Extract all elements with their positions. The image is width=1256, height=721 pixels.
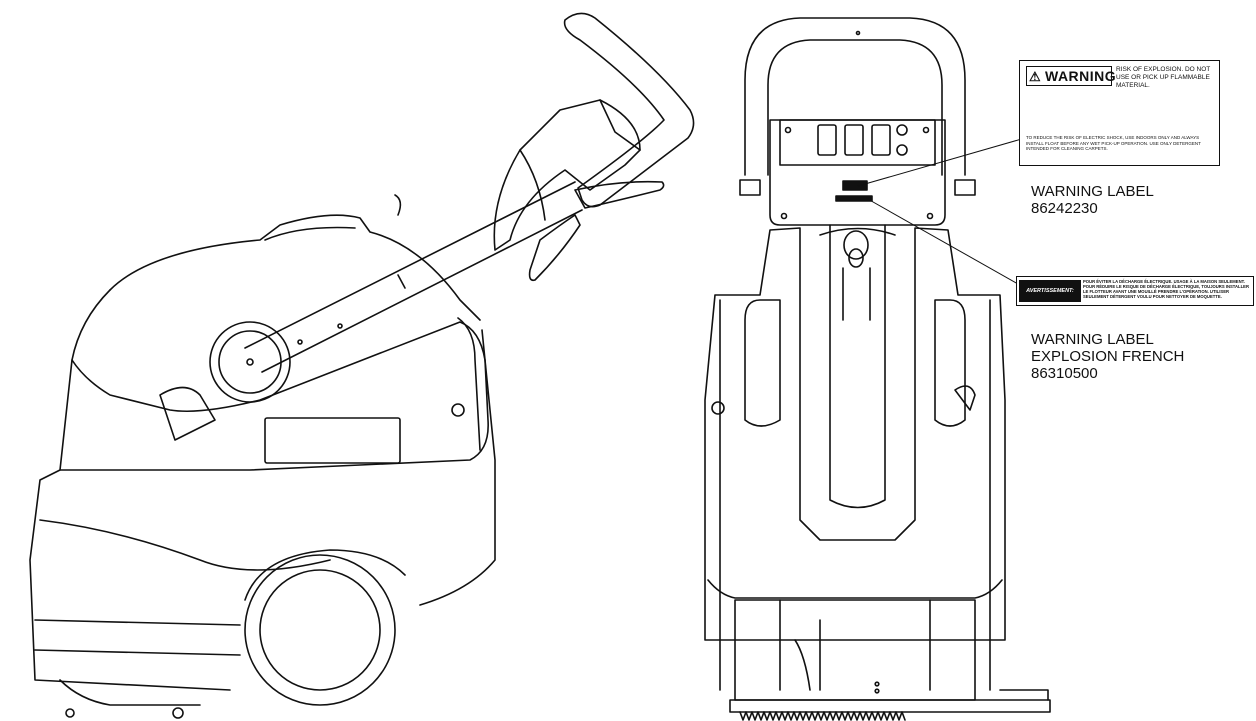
- warning-label-heading: ⚠ WARNING: [1026, 66, 1116, 86]
- french-label-heading: AVERTISSEMENT:: [1019, 280, 1081, 302]
- leader-line-warning: [857, 137, 1026, 187]
- leader-line-french: [865, 197, 1019, 285]
- rear-label-spot-1: [842, 180, 868, 191]
- french-label-part-number: 86310500: [1031, 365, 1098, 382]
- rear-body: [704, 227, 1006, 641]
- warning-label-title: WARNING LABEL: [1031, 183, 1154, 200]
- warning-label-body: TO REDUCE THE RISK OF ELECTRIC SHOCK, US…: [1026, 135, 1201, 151]
- side-pivot-disc: [209, 321, 291, 403]
- rear-side-knob: [711, 401, 725, 415]
- warning-triangle-icon: ⚠: [1029, 69, 1042, 84]
- side-trigger: [574, 180, 665, 209]
- side-handle-grip: [563, 12, 695, 208]
- french-label-title-line1: WARNING LABEL: [1031, 331, 1154, 348]
- rear-indicator-top: [896, 124, 908, 136]
- rear-switch-1: [817, 124, 837, 156]
- rear-brush-teeth: [739, 711, 906, 721]
- warning-label-callout: WARNING LABEL 86242230: [1031, 183, 1154, 217]
- french-label-panel: AVERTISSEMENT: POUR ÉVITER LA DÉCHARGE É…: [1016, 276, 1254, 306]
- side-tank-top: [109, 214, 481, 321]
- side-view: [29, 12, 695, 719]
- rear-control-panel: [769, 119, 946, 226]
- side-label-plate: [264, 417, 401, 464]
- side-handle-tube: [244, 181, 583, 373]
- rear-handle-loop: [744, 17, 966, 176]
- warning-heading-text: WARNING: [1045, 68, 1117, 84]
- rear-lower-frame: [734, 599, 976, 701]
- side-lower-lever: [528, 214, 581, 282]
- side-knob: [451, 403, 465, 417]
- french-label-callout: WARNING LABEL EXPLOSION FRENCH 86310500: [1031, 331, 1184, 382]
- side-main-body: [29, 289, 231, 691]
- french-label-title-line2: EXPLOSION FRENCH: [1031, 348, 1185, 365]
- rear-switch-3: [871, 124, 891, 156]
- rear-indicator-bottom: [896, 144, 908, 156]
- rear-label-spot-2: [835, 195, 873, 202]
- side-rear-wheel: [244, 554, 396, 706]
- rear-view: [704, 17, 1051, 721]
- rear-switch-2: [844, 124, 864, 156]
- rear-column: [829, 224, 886, 509]
- side-handle-console: [493, 99, 641, 251]
- warning-label-panel: ⚠ WARNING RISK OF EXPLOSION. DO NOT USE …: [1019, 60, 1220, 166]
- warning-label-part-number: 86242230: [1031, 200, 1098, 217]
- french-label-body: POUR ÉVITER LA DÉCHARGE ÉLECTRIQUE. USAG…: [1083, 279, 1249, 299]
- warning-label-message: RISK OF EXPLOSION. DO NOT USE OR PICK UP…: [1116, 66, 1211, 89]
